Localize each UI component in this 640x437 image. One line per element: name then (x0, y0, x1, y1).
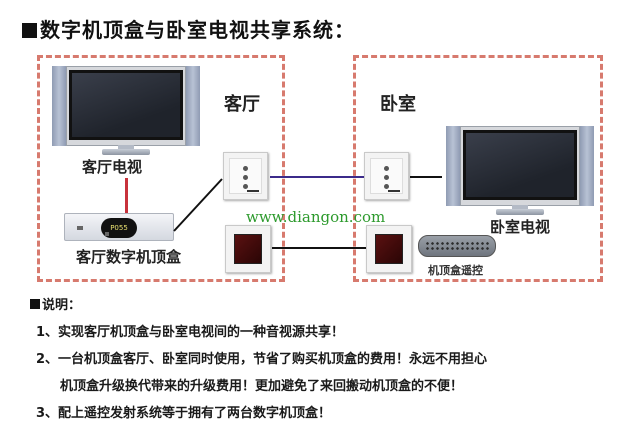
notes-heading: 说明： (30, 292, 487, 319)
notes-section: 说明： 1、实现客厅机顶盒与卧室电视间的一种音视源共享！ 2、一台机顶盒客厅、卧… (30, 292, 488, 427)
living-room-stb-label: 客厅数字机顶盒 (76, 248, 182, 266)
living-room-set-top-box: P055 (64, 213, 174, 241)
bedroom-ir-wall-plate (366, 225, 412, 273)
av-jack (383, 175, 389, 180)
note-item-2: 2、一台机顶盒客厅、卧室同时使用，节省了购买机顶盒的费用！永远不用担心 (36, 352, 488, 367)
av-jack (242, 166, 248, 171)
living-room-av-wall-plate (223, 152, 268, 200)
stb-button (105, 232, 109, 236)
plate-brand-mark (247, 190, 259, 192)
speaker-right (186, 66, 200, 146)
title-text: 数字机顶盒与卧室电视共享系统： (40, 18, 355, 42)
bedroom-zone (353, 55, 603, 282)
remote-keys (425, 241, 489, 251)
tv-stand (102, 149, 150, 155)
diagram-title: 数字机顶盒与卧室电视共享系统： (22, 14, 355, 43)
bedroom-av-to-tv-cable (410, 176, 442, 178)
note-item-3: 3、配上遥控发射系统等于拥有了两台数字机顶盒！ (36, 406, 332, 421)
tv-neck (118, 145, 134, 151)
bedroom-tv (446, 126, 594, 215)
tv-screen (463, 130, 577, 200)
bedroom-label: 卧室 (380, 94, 416, 115)
tv-neck (512, 205, 528, 211)
av-jack (242, 175, 248, 180)
stb-button (77, 226, 83, 230)
note-item-1: 1、实现客厅机顶盒与卧室电视间的一种音视源共享！ (36, 325, 345, 340)
av-jack (242, 184, 248, 189)
ir-lens (375, 234, 403, 264)
bullet-square-icon (30, 299, 40, 309)
tv-stb-cable (125, 178, 128, 214)
living-room-label: 客厅 (224, 94, 260, 115)
av-jack (383, 184, 389, 189)
living-room-ir-wall-plate (225, 225, 271, 273)
speaker-left (446, 126, 460, 206)
bedroom-av-wall-plate (364, 152, 409, 200)
living-room-tv-label: 客厅电视 (82, 158, 143, 176)
bedroom-tv-label: 卧室电视 (490, 218, 551, 236)
stb-av-cable (173, 178, 223, 232)
set-top-box-remote (418, 235, 496, 257)
ir-cable-between-rooms (272, 247, 366, 249)
av-cable-between-rooms (270, 176, 364, 178)
tv-screen (69, 70, 183, 140)
notes-heading-text: 说明： (42, 298, 82, 313)
av-jack (383, 166, 389, 171)
speaker-left (52, 66, 66, 146)
bullet-square-icon (22, 23, 37, 38)
tv-stand (496, 209, 544, 215)
stb-display: P055 (101, 218, 137, 238)
speaker-right (580, 126, 594, 206)
living-room-tv (52, 66, 200, 155)
plate-brand-mark (388, 190, 400, 192)
ir-lens (234, 234, 262, 264)
watermark-text: www.diangon.com (246, 208, 386, 226)
living-room-zone (37, 55, 285, 282)
note-item-2-continued: 机顶盒升级换代带来的升级费用！更加避免了来回搬动机顶盒的不便！ (60, 379, 464, 394)
remote-label: 机顶盒遥控 (428, 264, 483, 277)
